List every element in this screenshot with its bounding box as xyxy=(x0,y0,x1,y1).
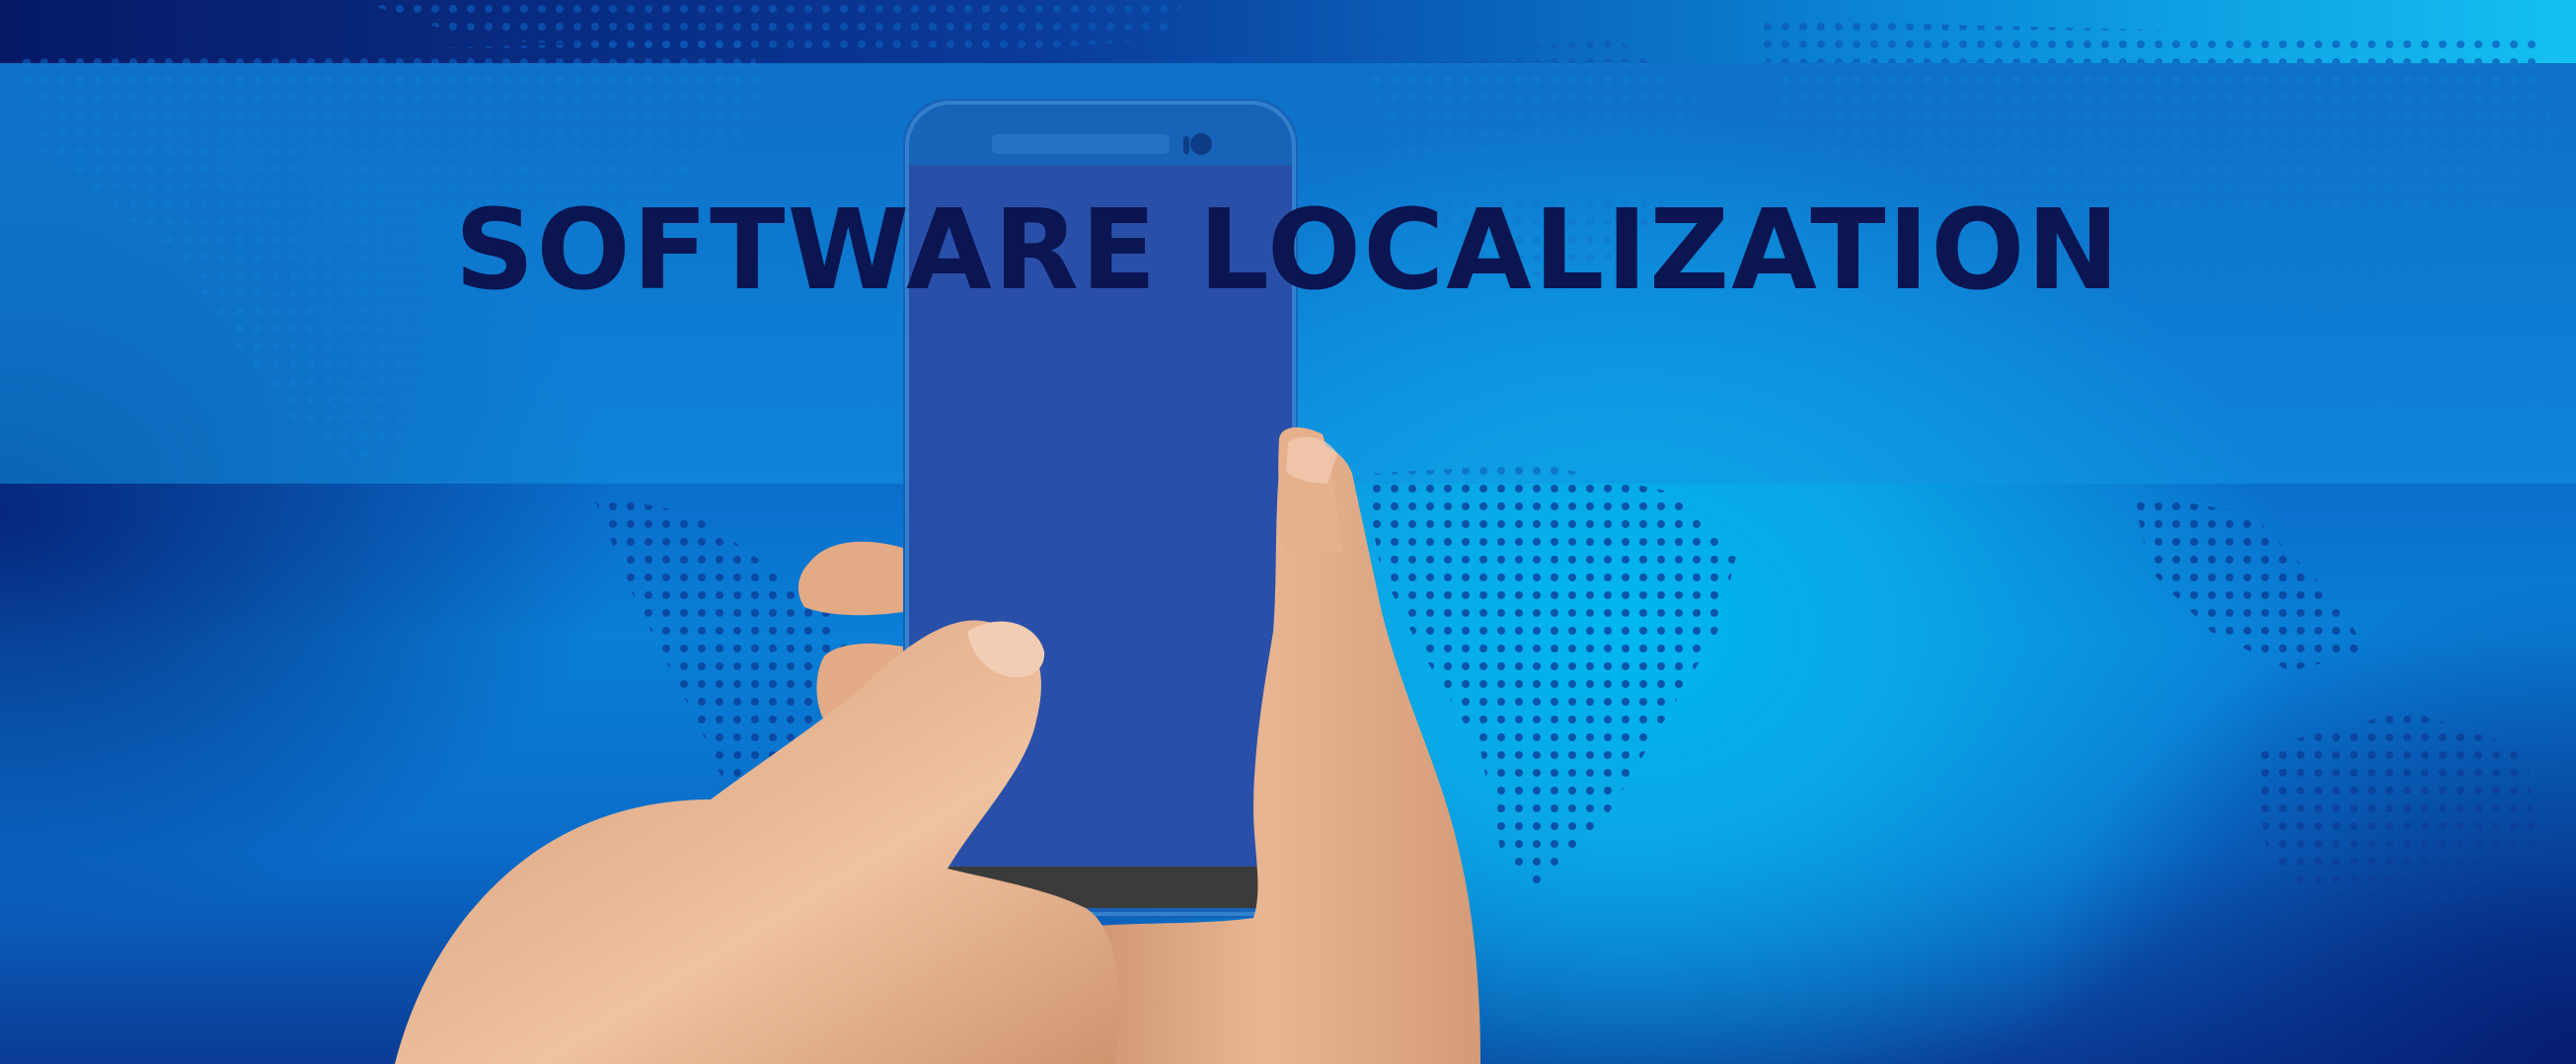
page-title: SOFTWARE LOCALIZATION xyxy=(454,187,2122,315)
